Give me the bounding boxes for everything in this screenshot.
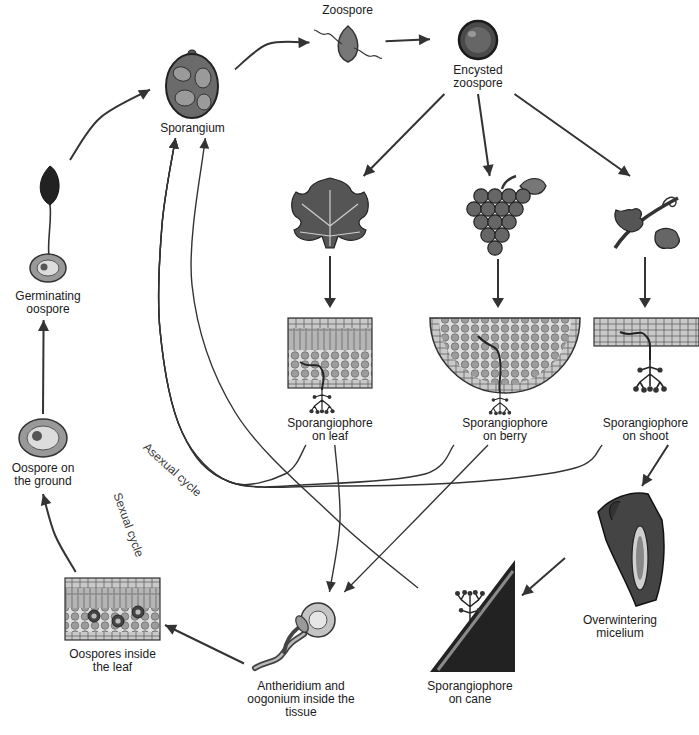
- connector-line: [364, 94, 445, 176]
- leaf-figure: [288, 178, 372, 414]
- arrow-head: [522, 584, 534, 595]
- arrow-head: [41, 494, 52, 506]
- life-stage: Encysted zoospore: [430, 18, 526, 94]
- stage-caption: Zoospore: [312, 4, 384, 17]
- leaf-tissue-figure: [65, 578, 160, 640]
- connector-line: [158, 138, 454, 487]
- stage-caption: Oospores inside the leaf: [63, 648, 163, 674]
- connector-line: [158, 138, 602, 487]
- arrow-head: [298, 37, 309, 48]
- connector-line: [344, 445, 488, 592]
- cycle-arrow: [158, 138, 454, 487]
- connector-line: [330, 445, 341, 592]
- life-stage: Sporangiophore on cane: [418, 558, 522, 708]
- life-stage: Germinating oospore: [4, 160, 92, 320]
- arrow-head: [419, 34, 430, 45]
- cycle-arrow: [522, 558, 565, 596]
- cycle-arrow: [235, 37, 310, 69]
- gametangia-figure: [255, 603, 335, 668]
- shoot-figure: [594, 197, 699, 393]
- life-stage: Overwintering micelium: [565, 486, 675, 646]
- cycle-arrow: [191, 138, 418, 588]
- cycle-arrow: [344, 445, 488, 592]
- connector-line: [478, 94, 490, 176]
- arrow-head: [642, 474, 653, 486]
- connector-line: [514, 94, 630, 176]
- stage-caption: Antheridium and oogonium inside the tiss…: [246, 680, 356, 719]
- arrow-head: [483, 164, 494, 176]
- germinating-oospore-figure: [30, 166, 66, 282]
- arrow-head: [364, 164, 376, 176]
- life-stage: Oospore on the ground: [2, 414, 84, 494]
- connector-line: [43, 494, 76, 572]
- stage-caption: Overwintering micelium: [570, 614, 670, 640]
- connector-line: [235, 42, 310, 70]
- cane-figure: [430, 560, 515, 672]
- berry-figure: [430, 176, 580, 415]
- cycle-label: Asexual cycle: [139, 439, 205, 500]
- life-stage: Oospores inside the leaf: [60, 572, 165, 678]
- cycle-arrow: [41, 494, 76, 572]
- stage-caption: Sporangium: [153, 122, 233, 135]
- life-stage: Sporangium: [150, 50, 235, 138]
- cycle-arrow: [165, 625, 244, 664]
- life-stage: Zoospore: [310, 4, 386, 66]
- encysted-zoospore-figure: [459, 21, 497, 59]
- cane-piece-figure: [598, 493, 664, 606]
- connector-line: [42, 320, 45, 414]
- life-stage: Sporangiophore on berry: [420, 176, 590, 445]
- arrow-head: [344, 581, 355, 592]
- life-stage: Antheridium and oogonium inside the tiss…: [244, 592, 358, 722]
- arrow-head: [326, 581, 336, 592]
- cycle-arrow: [364, 94, 445, 176]
- connector-line: [522, 558, 565, 596]
- stage-caption: Sporangiophore on leaf: [284, 417, 376, 443]
- cycle-arrow: [158, 138, 306, 485]
- cycle-arrow: [642, 445, 668, 486]
- arrow-head: [165, 625, 177, 635]
- stage-caption: Sporangiophore on berry: [459, 417, 551, 443]
- connector-line: [642, 445, 668, 486]
- stage-caption: Oospore on the ground: [4, 462, 82, 488]
- cycle-arrow: [70, 90, 150, 160]
- arrow-head: [138, 90, 150, 100]
- arrow-head: [169, 138, 179, 149]
- zoospore-figure: [314, 26, 382, 62]
- arrow-head: [169, 138, 179, 149]
- stage-caption: Germinating oospore: [6, 290, 90, 316]
- life-stage: Sporangiophore on leaf: [282, 176, 378, 445]
- sporangium-figure: [166, 50, 218, 118]
- arrow-head: [199, 138, 209, 149]
- cycle-arrow: [38, 320, 49, 414]
- connector-line: [158, 138, 306, 485]
- connector-line: [191, 138, 418, 588]
- stage-caption: Encysted zoospore: [433, 64, 523, 90]
- life-stage: Sporangiophore on shoot: [594, 176, 697, 445]
- connector-line: [70, 90, 150, 160]
- stage-caption: Sporangiophore on shoot: [597, 417, 695, 443]
- cycle-arrow: [386, 34, 431, 45]
- connector-line: [165, 625, 244, 664]
- cycle-arrow: [158, 138, 602, 487]
- cycle-arrow: [326, 445, 340, 592]
- oospore-figure: [19, 419, 67, 457]
- arrow-head: [38, 320, 49, 331]
- cycle-arrow: [478, 94, 494, 176]
- arrow-head: [618, 165, 630, 176]
- cycle-arrow: [514, 94, 630, 176]
- stage-caption: Sporangiophore on cane: [420, 680, 520, 706]
- cycle-label: Sexual cycle: [110, 489, 147, 561]
- arrow-head: [169, 138, 179, 149]
